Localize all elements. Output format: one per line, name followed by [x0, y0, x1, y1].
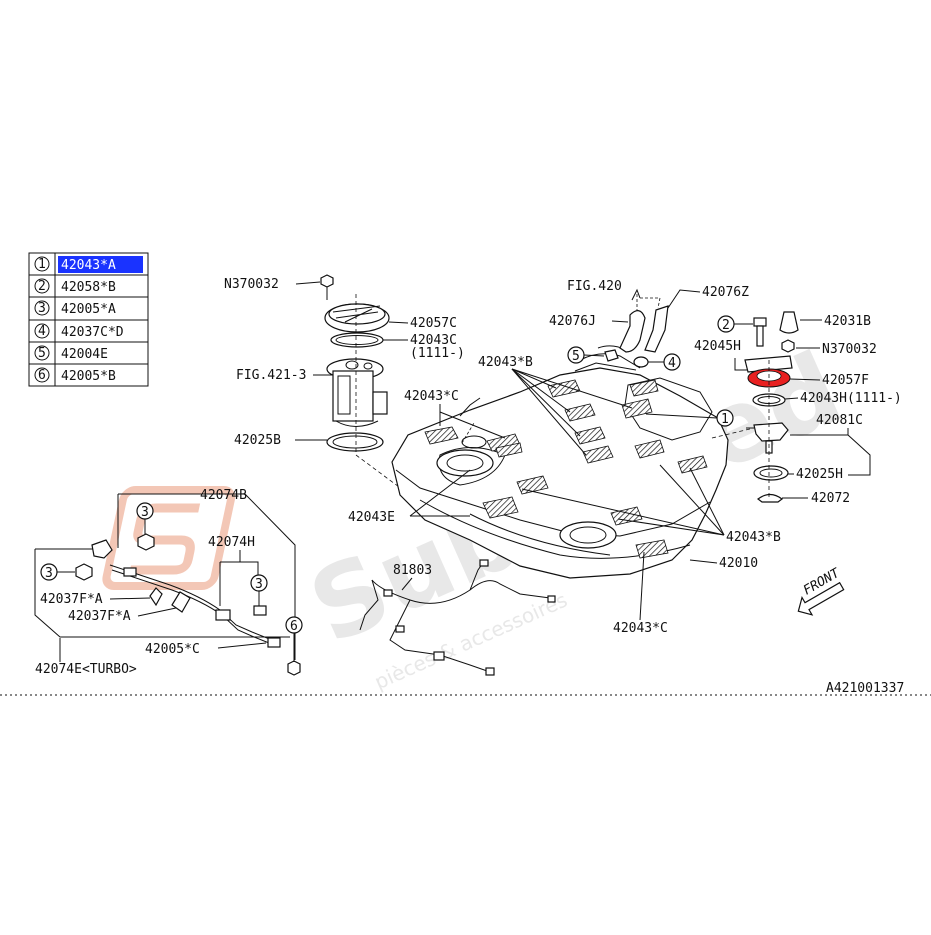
label-n370032-right: N370032 [822, 342, 877, 357]
legend-part-number: 42058*B [61, 280, 116, 295]
legend-num: 6 [38, 368, 46, 383]
fuel-tank[interactable] [391, 345, 729, 579]
label-42025b: 42025B [234, 433, 281, 448]
callout-2[interactable]: 2 [717, 315, 735, 333]
legend-part-number: 42005*A [61, 302, 116, 317]
legend-row[interactable]: 6 42005*B [34, 367, 116, 384]
label-42045h: 42045H [694, 339, 741, 354]
bolt-42058b[interactable] [753, 317, 767, 347]
label-fig420: FIG.420 [567, 279, 622, 294]
harness-81803[interactable] [359, 559, 556, 676]
legend-part-number: 42005*B [61, 369, 116, 384]
diagram-id: A421001337 [826, 681, 904, 696]
label-n370032-left: N370032 [224, 277, 279, 292]
label-42076z: 42076Z [702, 285, 749, 300]
callout-number: 2 [722, 318, 730, 333]
label-42043b-right: 42043*B [726, 530, 781, 545]
legend-num: 5 [38, 346, 46, 361]
callout-number: 6 [290, 619, 298, 634]
vent-hoses[interactable] [619, 288, 669, 353]
label-42081c: 42081C [816, 413, 863, 428]
callout-3[interactable]: 3 [40, 563, 58, 581]
label-42043e: 42043E [348, 510, 395, 525]
label-42037fa-1: 42037F*A [40, 592, 103, 607]
label-42057c: 42057C [410, 316, 457, 331]
legend-num: 3 [38, 301, 46, 316]
label-42043c-bottom: 42043*C [613, 621, 668, 636]
legend-table: 1 42043*A 2 42058*B 3 42005*A 4 42037C*D… [28, 252, 149, 387]
callout-number: 3 [141, 505, 149, 520]
label-42043c-top: 42043*C [404, 389, 459, 404]
label-42057f: 42057F [822, 373, 869, 388]
callout-number: 3 [255, 577, 263, 592]
label-42043b-top: 42043*B [478, 355, 533, 370]
cap-42031b[interactable] [779, 311, 799, 334]
legend-selected-highlight [58, 256, 143, 273]
label-42074h: 42074H [208, 535, 255, 550]
legend-num: 1 [38, 257, 46, 272]
bracket-42045h[interactable] [744, 355, 793, 373]
label-42005c: 42005*C [145, 642, 200, 657]
legend-part-number: 42037C*D [61, 325, 124, 340]
legend-part-number: 42004E [61, 347, 108, 362]
callout-number: 4 [668, 356, 676, 371]
callout-3[interactable]: 3 [136, 502, 154, 520]
callout-6[interactable]: 6 [285, 616, 303, 634]
label-fig421: FIG.421-3 [236, 368, 306, 383]
callout-number: 1 [721, 412, 729, 427]
label-42010: 42010 [719, 556, 758, 571]
label-42076j: 42076J [549, 314, 596, 329]
legend-row[interactable]: 5 42004E [34, 345, 108, 362]
label-42043c-range: (1111-) [410, 346, 465, 361]
callout-number: 3 [45, 566, 53, 581]
callout-1[interactable]: 1 [716, 409, 734, 427]
fuel-line-assembly[interactable] [34, 493, 301, 676]
label-42037fa-2: 42037F*A [68, 609, 131, 624]
label-42074e: 42074E<TURBO> [35, 662, 137, 677]
label-42025h: 42025H [796, 467, 843, 482]
callout-4[interactable]: 4 [663, 353, 681, 371]
label-42072: 42072 [811, 491, 850, 506]
label-42043h: 42043H(1111-) [800, 391, 902, 406]
label-42074b: 42074B [200, 488, 247, 503]
label-42031b: 42031B [824, 314, 871, 329]
label-42043c: 42043C [410, 333, 457, 348]
front-arrow: FRONT [797, 565, 845, 616]
legend-row[interactable]: 1 42043*A [34, 256, 116, 273]
fuel-pump-assembly[interactable] [320, 274, 431, 511]
legend-row[interactable]: 4 42037C*D [34, 323, 124, 340]
legend-row[interactable]: 3 42005*A [34, 300, 116, 317]
legend-num: 2 [38, 279, 46, 294]
legend-row[interactable]: 2 42058*B [34, 278, 116, 295]
callout-number: 5 [572, 349, 580, 364]
legend-part-number: 42043*A [61, 258, 116, 273]
label-81803: 81803 [393, 563, 432, 578]
callout-5[interactable]: 5 [567, 346, 585, 364]
callout-3[interactable]: 3 [250, 574, 268, 592]
legend-num: 4 [38, 324, 46, 339]
